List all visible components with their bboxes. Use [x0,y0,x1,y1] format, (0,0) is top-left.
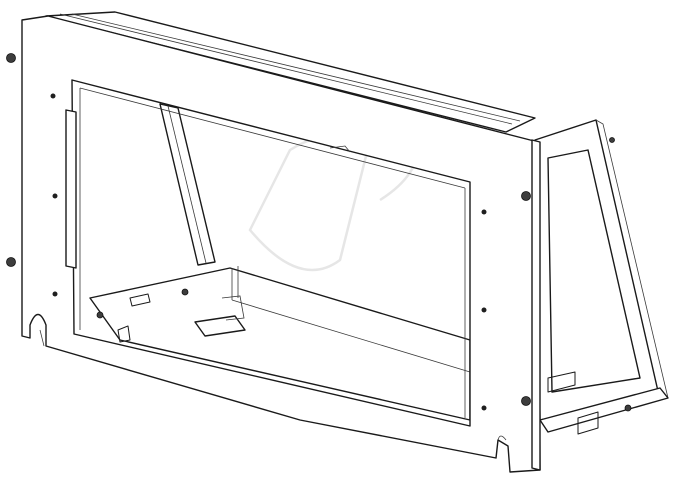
rack-screw-hole [6,257,16,267]
rivet [481,209,487,215]
rivet [50,93,56,99]
mount-hole [609,137,615,143]
right-side-frame [534,119,669,435]
tray-hole [96,311,104,319]
front-panel [21,15,541,473]
rivet [481,405,487,411]
tray-hole [181,288,189,296]
top-flange [45,11,536,133]
rivet [52,193,58,199]
left-strut [159,103,216,266]
rivet [481,307,487,313]
inner-tray [89,266,471,421]
rivet [52,291,58,297]
mount-hole [624,404,632,412]
front-panel-holes [6,53,531,411]
rack-screw-hole [521,396,531,406]
rack-screw-hole [521,191,531,201]
rack-screw-hole [6,53,16,63]
